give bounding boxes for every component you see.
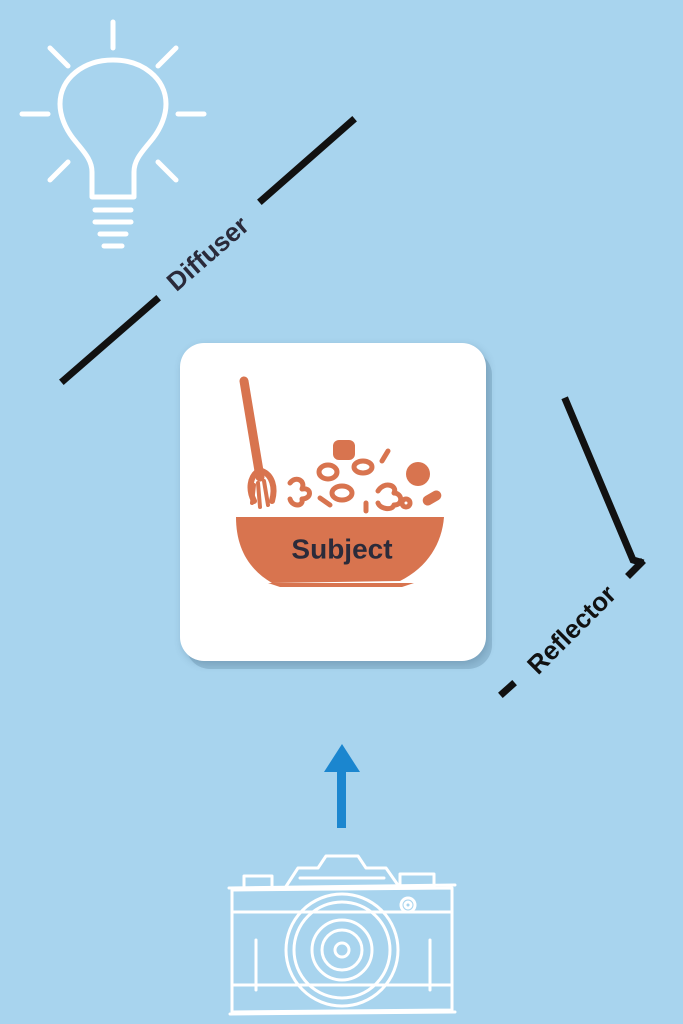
subject-label: Subject (291, 533, 392, 564)
reflector-label: Reflector (521, 579, 622, 680)
diffuser-panel: Diffuser (59, 116, 357, 385)
reflector-panel: Reflector (498, 396, 646, 698)
arrow-up-icon (324, 744, 360, 828)
food-bowl-icon: Subject (236, 376, 444, 587)
lightbulb-icon (19, 19, 207, 249)
camera-icon (227, 854, 457, 1016)
diffuser-label: Diffuser (161, 210, 255, 297)
subject-card: Subject (180, 343, 486, 661)
